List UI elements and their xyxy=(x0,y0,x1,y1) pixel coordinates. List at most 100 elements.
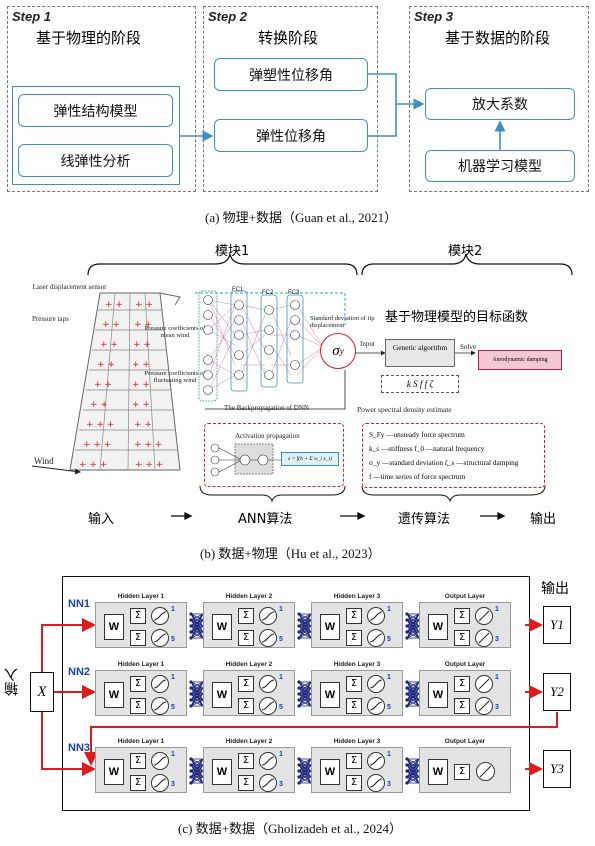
sum-box: Σ xyxy=(130,630,146,646)
unit-count-label: 3 xyxy=(171,781,175,788)
sum-box: Σ xyxy=(130,775,146,791)
panel-a-arrows xyxy=(180,73,506,150)
sum-box: Σ xyxy=(130,608,146,624)
svg-text:+ +: + + xyxy=(132,360,150,370)
activation-icon xyxy=(259,697,277,715)
unit-first-label: 1 xyxy=(171,674,175,681)
sum-box: Σ xyxy=(238,608,254,624)
unit-first-label: 1 xyxy=(387,674,391,681)
elastic-model-box: 弹性结构模型 xyxy=(18,94,173,127)
dnn-network xyxy=(195,290,346,410)
unit-count-label: 3 xyxy=(495,704,499,711)
objective-title: 基于物理模型的目标函数 xyxy=(385,310,529,325)
activation-box: Activation propagation z = f(b + Σ w_i x… xyxy=(204,423,344,487)
layer-title: Hidden Layer 1 xyxy=(117,661,165,668)
sum-box: Σ xyxy=(238,775,254,791)
svg-text:+ +: + + xyxy=(134,420,152,430)
pressure-taps-label: Pressure taps xyxy=(32,315,69,323)
unit-count-label: 5 xyxy=(387,636,391,643)
sum-box: Σ xyxy=(454,608,470,624)
x-label: X xyxy=(37,683,47,700)
psd-label: Power spectral density estimate xyxy=(357,405,452,414)
linear-analysis-box: 线弹性分析 xyxy=(18,144,173,177)
elastic-drift-box: 弹性位移角 xyxy=(214,119,368,152)
weight-box: W xyxy=(320,682,340,708)
activation-icon xyxy=(475,697,493,715)
flow-ann: ANN算法 xyxy=(238,512,293,527)
layer-title: Hidden Layer 3 xyxy=(333,738,381,745)
panel-a-caption: (a) 物理+数据（Guan et al., 2021） xyxy=(205,210,398,225)
svg-text:+ +: + + xyxy=(132,380,150,390)
sigma-symbol: σ xyxy=(332,342,340,359)
svg-text:+ +: + + xyxy=(97,360,115,370)
y1-label: Y1 xyxy=(550,617,564,632)
activation-icon xyxy=(151,607,169,625)
amplification-box: 放大系数 xyxy=(425,88,575,120)
sum-box: Σ xyxy=(238,698,254,714)
weight-box: W xyxy=(104,682,124,708)
nn2-label: NN2 xyxy=(68,666,91,678)
svg-text:+ +: + + xyxy=(90,400,108,410)
sum-box: Σ xyxy=(238,630,254,646)
activation-icon xyxy=(367,675,385,693)
aero-damping-box: Aerodynamic damping xyxy=(478,350,562,370)
layer-title: Hidden Layer 2 xyxy=(225,593,273,600)
activation-icon xyxy=(259,607,277,625)
sum-box: Σ xyxy=(346,630,362,646)
layer-title: Hidden Layer 3 xyxy=(333,593,381,600)
aero-damping-label: Aerodynamic damping xyxy=(492,357,548,363)
step2-frame xyxy=(203,6,378,192)
step1-label: Step 1 xyxy=(12,9,52,24)
activation-icon xyxy=(151,697,169,715)
panel-c-red-arrows xyxy=(41,618,558,776)
solve-label: Solve xyxy=(460,343,476,351)
sum-box: Σ xyxy=(238,753,254,769)
weight-box: W xyxy=(212,759,232,785)
nn-row-links xyxy=(189,612,420,640)
fc3-label: FC3 xyxy=(288,290,300,296)
activation-icon xyxy=(367,697,385,715)
weight-box: W xyxy=(320,759,340,785)
unit-first-label: 1 xyxy=(171,606,175,613)
sum-box: Σ xyxy=(346,753,362,769)
unit-first-label: 1 xyxy=(495,606,499,613)
layer-title: Hidden Layer 1 xyxy=(117,738,165,745)
step1-title: 基于物理的阶段 xyxy=(36,29,142,47)
unit-first-label: 1 xyxy=(279,674,283,681)
unit-count-label: 3 xyxy=(387,781,391,788)
model-group-frame xyxy=(12,86,180,185)
activation-icon xyxy=(151,629,169,647)
step2-label: Step 2 xyxy=(208,9,248,24)
step3-title: 基于数据的阶段 xyxy=(445,29,551,47)
unit-count-label: 3 xyxy=(495,636,499,643)
legend-line-3: σ_y —standard deviation ζ_s —structural … xyxy=(369,458,519,467)
activation-icon xyxy=(367,774,385,792)
sum-box: Σ xyxy=(346,676,362,692)
weight-box: W xyxy=(212,614,232,640)
y2-label: Y2 xyxy=(550,684,564,699)
weight-box: W xyxy=(428,614,448,640)
flow-ga: 遗传算法 xyxy=(398,512,451,527)
activation-icon xyxy=(475,629,493,647)
svg-text:+ +: + + xyxy=(135,300,153,310)
sum-box: Σ xyxy=(454,698,470,714)
svg-text:+ +: + + xyxy=(134,320,152,330)
sum-box: Σ xyxy=(130,676,146,692)
activation-icon xyxy=(475,607,493,625)
activation-icon xyxy=(259,774,277,792)
sum-box: Σ xyxy=(454,630,470,646)
weight-box: W xyxy=(428,759,448,785)
activation-diagram xyxy=(210,443,281,477)
activation-icon xyxy=(151,774,169,792)
legend-line-1: S_Fy —unsteady force spectrum xyxy=(369,430,465,439)
svg-text:+ + +: + + + xyxy=(86,420,114,430)
